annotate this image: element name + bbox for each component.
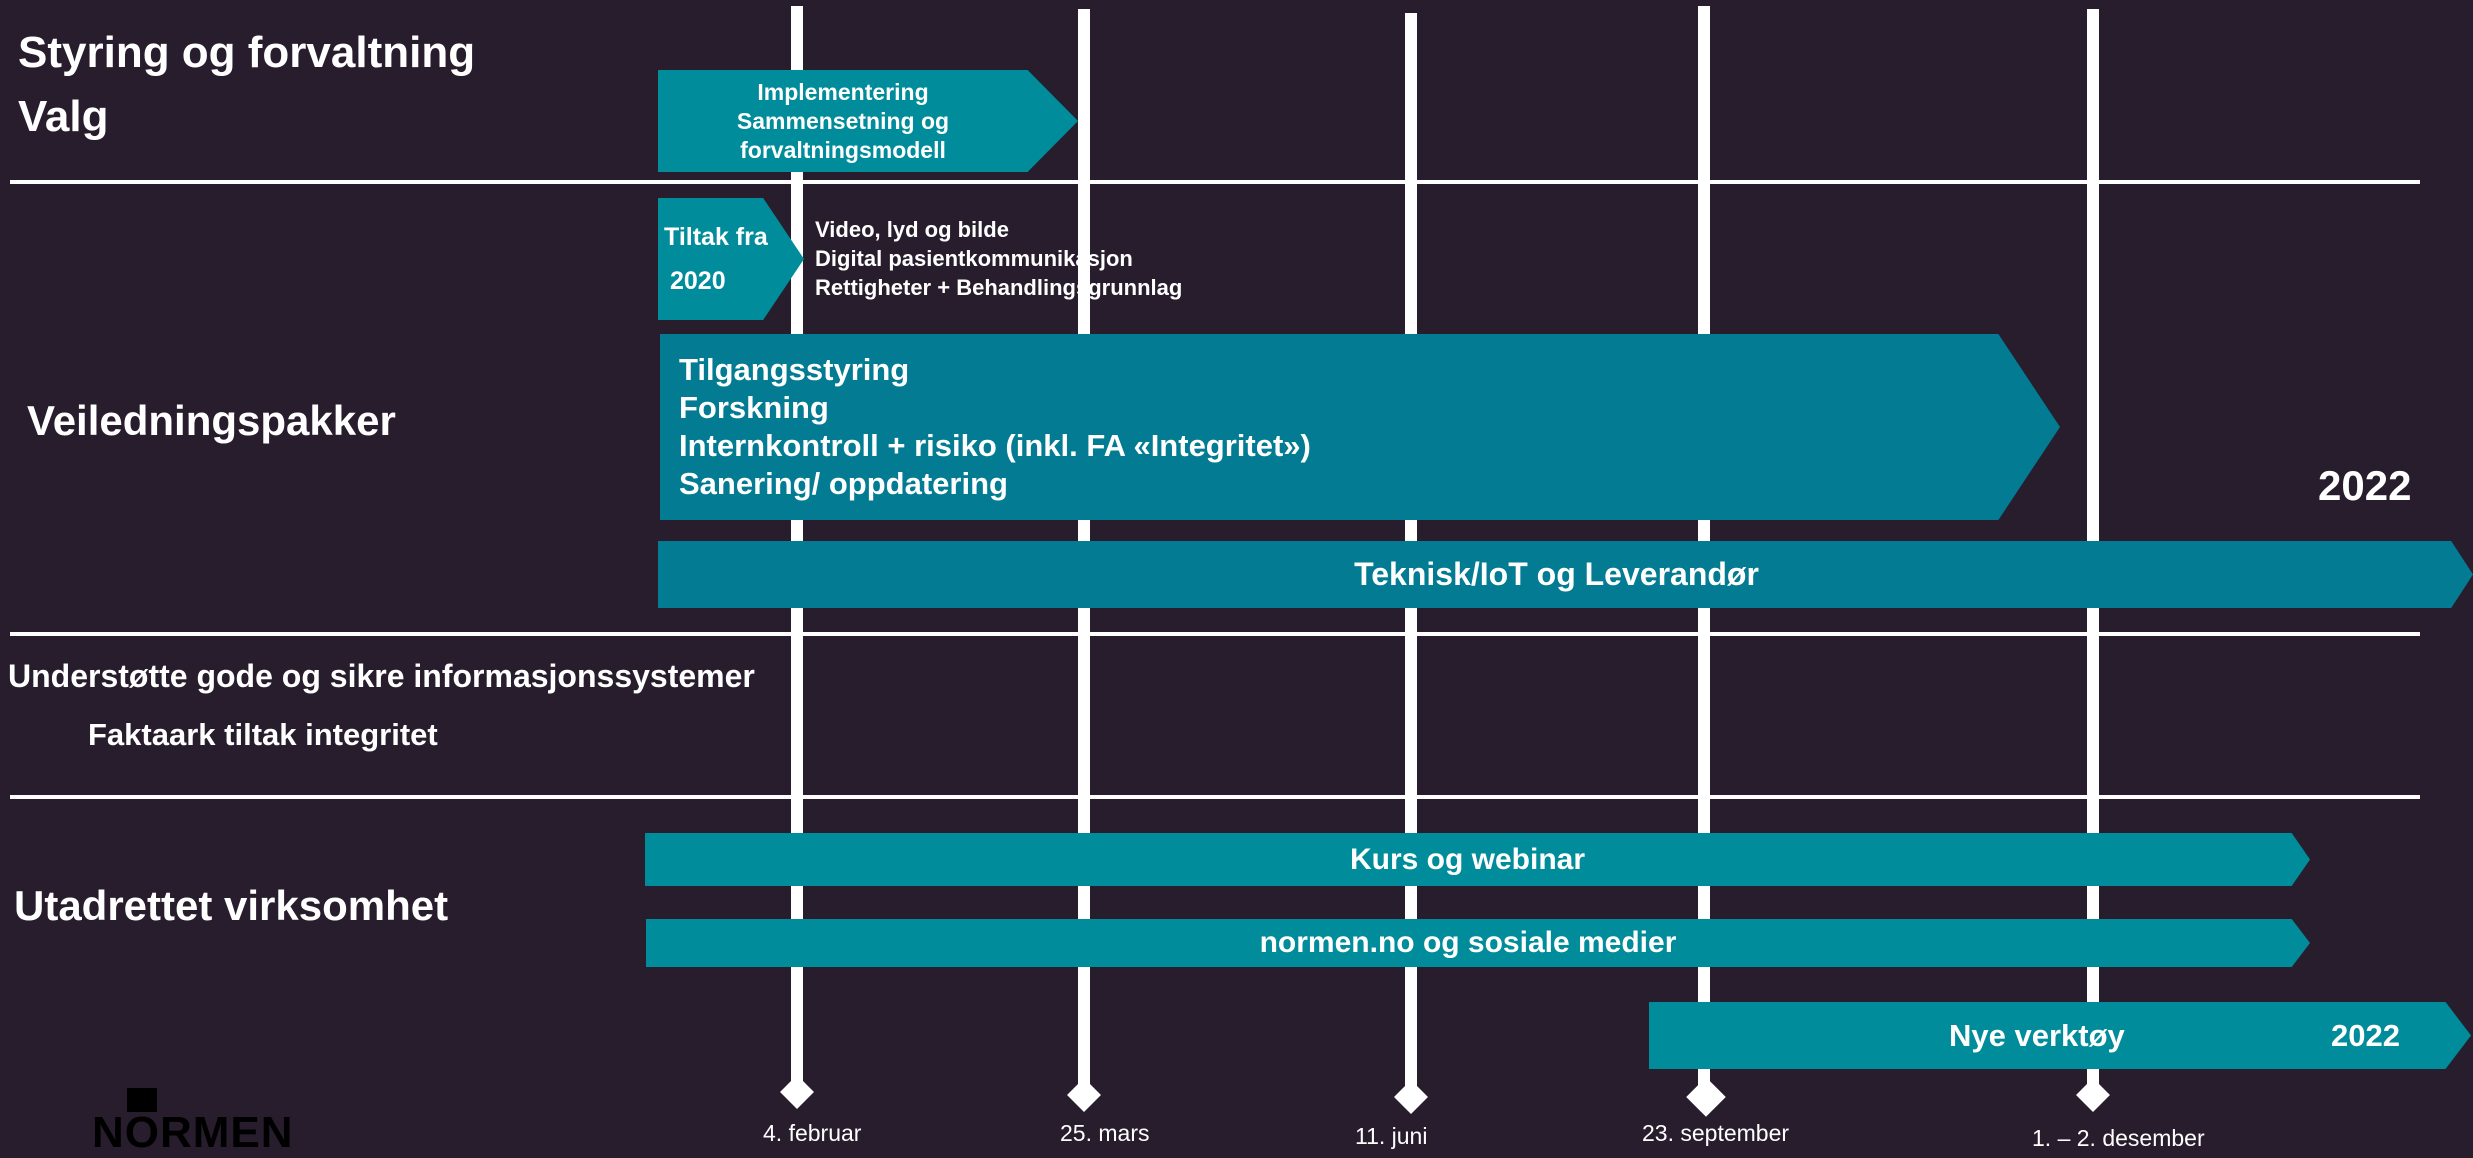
section-title-utadrettet: Utadrettet virksomhet	[14, 882, 449, 929]
arrow-kurs-label: Kurs og webinar	[1349, 842, 1586, 876]
section-title-styring: Styring og forvaltning	[18, 28, 476, 77]
tiltak-item: Digital pasientkommunikasjon	[815, 246, 1133, 271]
arrow-nye-year: 2022	[2331, 1017, 2400, 1053]
arrow-nye-verktoy: Nye verktøy 2022	[1649, 1002, 2471, 1069]
arrow-implementering-line: Implementering	[757, 78, 929, 105]
arrow-tilgang-line: Tilgangsstyring	[679, 352, 910, 387]
arrow-nye-label: Nye verktøy	[1949, 1017, 2125, 1053]
milestone-diamond	[2076, 1078, 2110, 1112]
arrow-tiltak-line: Tiltak fra	[664, 223, 768, 251]
arrow-teknisk-label: Teknisk/IoT og Leverandør	[1354, 556, 1759, 592]
milestone-date: 11. juni	[1355, 1123, 1428, 1149]
arrow-tilgangsstyring: Tilgangsstyring Forskning Internkontroll…	[660, 334, 2060, 520]
normen-logo: NORMEN	[92, 1108, 294, 1157]
normen-logo-mark	[127, 1088, 157, 1112]
arrow-implementering-line: Sammensetning og	[736, 107, 950, 134]
milestone-date: 23. september	[1642, 1120, 1790, 1146]
arrow-tilgang-line: Internkontroll + risiko (inkl. FA «Integ…	[679, 428, 1311, 463]
year-label-2022: 2022	[2318, 462, 2412, 509]
section-title-veiledningspakker: Veiledningspakker	[27, 397, 396, 444]
arrow-tilgang-line: Sanering/ oppdatering	[679, 466, 1008, 501]
separator-line	[10, 632, 2420, 636]
milestone-diamond	[1686, 1077, 1726, 1117]
tiltak-item: Video, lyd og bilde	[815, 217, 1009, 242]
milestone-date: 4. februar	[763, 1120, 862, 1146]
tiltak-item: Rettigheter + Behandlingsgrunnlag	[815, 275, 1183, 300]
section-title-valg: Valg	[18, 92, 109, 141]
section-title-understotte: Understøtte gode og sikre informasjonssy…	[8, 658, 755, 694]
arrow-tilgang-line: Forskning	[679, 390, 829, 425]
arrow-implementering-line: forvaltningsmodell	[740, 136, 946, 163]
milestone-diamond	[780, 1075, 814, 1109]
arrow-normen-label: normen.no og sosiale medier	[1259, 926, 1677, 959]
arrow-tiltak-fra-2020: Tiltak fra 2020	[658, 198, 804, 320]
arrow-teknisk-iot: Teknisk/IoT og Leverandør	[658, 541, 2473, 608]
milestone-diamond	[1394, 1080, 1428, 1114]
milestone-date: 25. mars	[1060, 1120, 1150, 1146]
milestone-diamond	[1067, 1078, 1101, 1112]
arrow-kurs-og-webinar: Kurs og webinar	[645, 833, 2310, 886]
tiltak-items-list: Video, lyd og bilde Digital pasientkommu…	[815, 215, 1182, 302]
milestone-date: 1. – 2. desember	[2032, 1125, 2205, 1151]
arrow-implementering: Implementering Sammensetning og forvaltn…	[658, 70, 1078, 172]
arrow-tiltak-line: 2020	[670, 267, 726, 295]
separator-line	[10, 795, 2420, 799]
section-title-faktaark: Faktaark tiltak integritet	[88, 717, 438, 752]
arrow-normen-sosiale-medier: normen.no og sosiale medier	[646, 919, 2310, 967]
separator-line	[10, 180, 2420, 184]
